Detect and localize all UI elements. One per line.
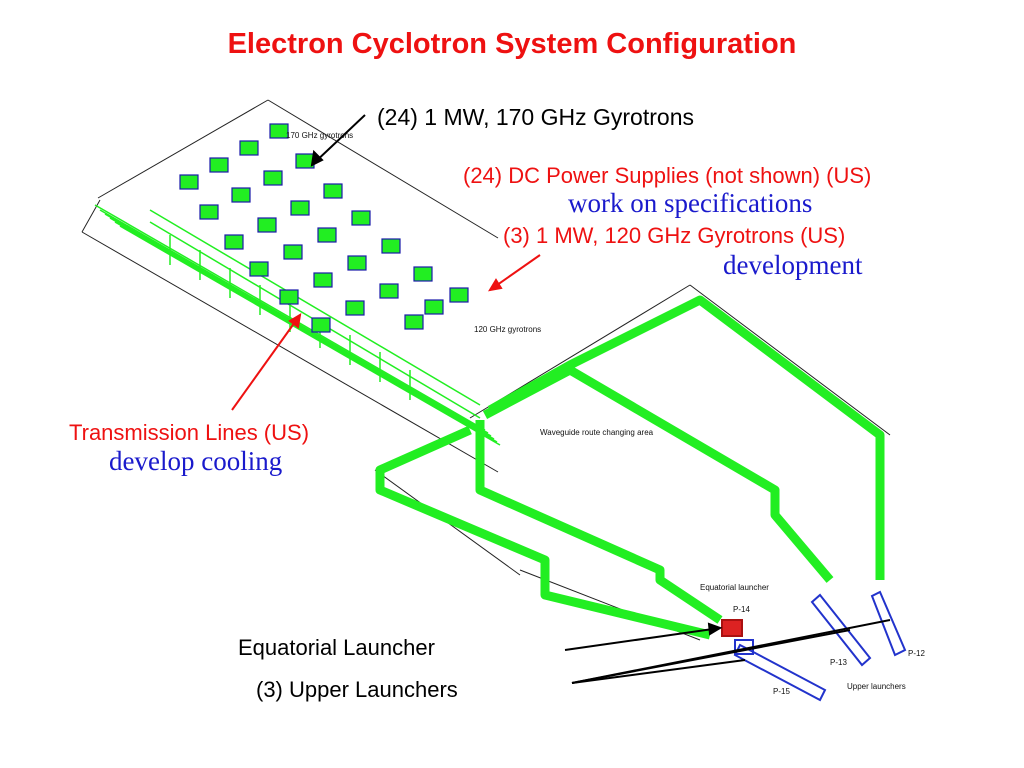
tokamak-transmission-lines xyxy=(375,295,885,640)
drawing-label-upper-launchers: Upper launchers xyxy=(847,682,906,691)
drawing-label-170: 170 GHz gyrotrons xyxy=(286,131,353,140)
drawing-label-waveguide: Waveguide route changing area xyxy=(540,428,654,437)
drawing-label-120: 120 GHz gyrotrons xyxy=(474,325,541,334)
gyrotron-units xyxy=(179,123,469,333)
label-170ghz-gyrotrons: (24) 1 MW, 170 GHz Gyrotrons xyxy=(377,104,694,130)
label-upper-launchers: (3) Upper Launchers xyxy=(256,677,458,702)
label-dc-power-note: work on specifications xyxy=(568,188,813,218)
drawing-label-p14: P-14 xyxy=(733,605,750,614)
drawing-label-p12: P-12 xyxy=(908,649,925,658)
label-dc-power-supplies: (24) DC Power Supplies (not shown) (US) xyxy=(463,163,872,188)
drawing-label-p13: P-13 xyxy=(830,658,847,667)
drawing-label-eq-launcher: Equatorial launcher xyxy=(700,583,769,592)
red-annotation-arrows xyxy=(231,254,541,411)
label-transmission-note: develop cooling xyxy=(109,446,283,476)
annotation-arrows xyxy=(310,114,891,684)
drawing-label-p15: P-15 xyxy=(773,687,790,696)
page-title: Electron Cyclotron System Configuration xyxy=(227,28,797,60)
label-equatorial-launcher: Equatorial Launcher xyxy=(238,635,435,660)
label-120ghz-gyrotrons: (3) 1 MW, 120 GHz Gyrotrons (US) xyxy=(503,223,846,248)
drawing-small-labels: 170 GHz gyrotrons 120 GHz gyrotrons Wave… xyxy=(286,131,925,696)
label-120ghz-note: development xyxy=(723,250,863,280)
label-transmission-lines: Transmission Lines (US) xyxy=(69,420,310,445)
